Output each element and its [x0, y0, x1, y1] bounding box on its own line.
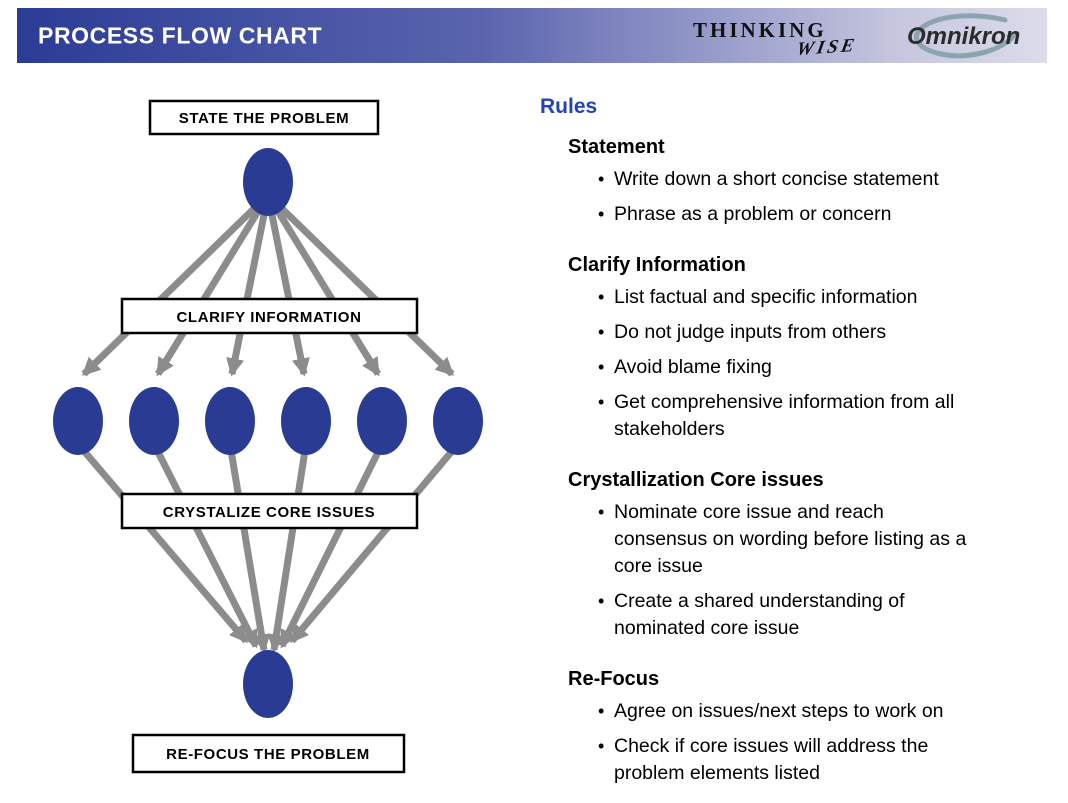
rules-section-statement: Statement Write down a short concise sta… — [568, 134, 1068, 228]
rules-bullet: List factual and specific information — [598, 284, 976, 311]
flow-node-top — [243, 148, 293, 216]
flow-box-label: CRYSTALIZE CORE ISSUES — [163, 504, 375, 521]
flow-node-mid-5 — [357, 387, 407, 455]
flow-box-label: CLARIFY INFORMATION — [177, 309, 362, 326]
flow-arrow — [278, 442, 386, 649]
flow-box-crystalize-core-issues: CRYSTALIZE CORE ISSUES — [120, 492, 419, 530]
flow-arrow — [155, 193, 271, 377]
thinking-wise-logo-word1: THINKING — [693, 18, 827, 42]
flow-box-label: STATE THE PROBLEM — [179, 110, 349, 127]
flow-node-mid-3 — [205, 387, 255, 455]
omnikron-swoosh-tip-icon — [1006, 32, 1019, 44]
rules-bullet-list: Nominate core issue and reach consensus … — [598, 499, 1068, 642]
flow-box-rect — [120, 492, 419, 530]
arrows-bottom-fan — [75, 441, 461, 653]
arrows-top-fan — [81, 192, 455, 377]
rules-section-refocus: Re-Focus Agree on issues/next steps to w… — [568, 666, 1068, 787]
flow-arrow — [265, 193, 381, 377]
rules-bullet-list: Agree on issues/next steps to work on Ch… — [598, 698, 1068, 787]
rules-bullet: Agree on issues/next steps to work on — [598, 698, 976, 725]
rules-section-clarify-information: Clarify Information List factual and spe… — [568, 252, 1068, 443]
thinking-wise-logo-word2: WISE — [794, 34, 859, 61]
flow-box-clarify-information: CLARIFY INFORMATION — [120, 297, 419, 335]
rules-section-heading: Clarify Information — [568, 254, 746, 276]
rules-bullet: Check if core issues will address the pr… — [598, 733, 976, 787]
flow-arrow — [267, 443, 310, 653]
thinking-wise-logo: THINKING WISE — [689, 13, 889, 63]
flow-node-mid-1 — [53, 387, 103, 455]
flow-node-mid-6 — [433, 387, 483, 455]
flow-arrow — [226, 194, 272, 377]
flow-arrow — [289, 441, 461, 644]
process-flow-diagram: STATE THE PROBLEM CLARIFY INFORMATION CR… — [53, 99, 483, 774]
omnikron-logo: Omnikron — [907, 13, 1020, 59]
flow-arrow — [150, 442, 260, 649]
page-title: PROCESS FLOW CHART — [38, 22, 323, 48]
flow-arrow — [81, 192, 271, 377]
omnikron-swoosh-icon — [914, 13, 1015, 59]
flow-box-rect — [120, 297, 419, 335]
rules-panel: Rules Statement Write down a short conci… — [540, 94, 1068, 795]
flow-box-label: RE-FOCUS THE PROBLEM — [166, 746, 370, 763]
rules-bullet: Phrase as a problem or concern — [598, 201, 976, 228]
rules-title: Rules — [540, 95, 598, 118]
flow-arrow — [226, 443, 271, 653]
flow-box-state-problem: STATE THE PROBLEM — [148, 99, 380, 136]
rules-section-crystallization: Crystallization Core issues Nominate cor… — [568, 467, 1068, 642]
rules-section-heading: Statement — [568, 136, 665, 158]
omnikron-logo-text: Omnikron — [907, 23, 1020, 50]
rules-bullet-list: Write down a short concise statement Phr… — [598, 166, 1068, 228]
rules-bullet: Get comprehensive information from all s… — [598, 389, 976, 443]
flow-box-rect — [148, 99, 380, 136]
flow-box-rect — [131, 733, 406, 774]
rules-bullet: Avoid blame fixing — [598, 354, 976, 381]
flow-box-refocus-problem: RE-FOCUS THE PROBLEM — [131, 733, 406, 774]
rules-bullet-list: List factual and specific information Do… — [598, 284, 1068, 443]
rules-bullet: Create a shared understanding of nominat… — [598, 588, 976, 642]
rules-bullet: Do not judge inputs from others — [598, 319, 976, 346]
rules-section-heading: Re-Focus — [568, 668, 660, 690]
flow-node-mid-4 — [281, 387, 331, 455]
rules-bullet: Nominate core issue and reach consensus … — [598, 499, 976, 580]
rules-bullet: Write down a short concise statement — [598, 166, 976, 193]
flow-arrow — [75, 441, 249, 644]
flow-arrow — [264, 194, 310, 377]
rules-section-heading: Crystallization Core issues — [568, 469, 824, 491]
flow-node-mid-2 — [129, 387, 179, 455]
flow-node-bottom — [243, 650, 293, 718]
flow-arrow — [265, 192, 455, 377]
header-bar: PROCESS FLOW CHART THINKING WISE Omnikro… — [17, 8, 1047, 63]
